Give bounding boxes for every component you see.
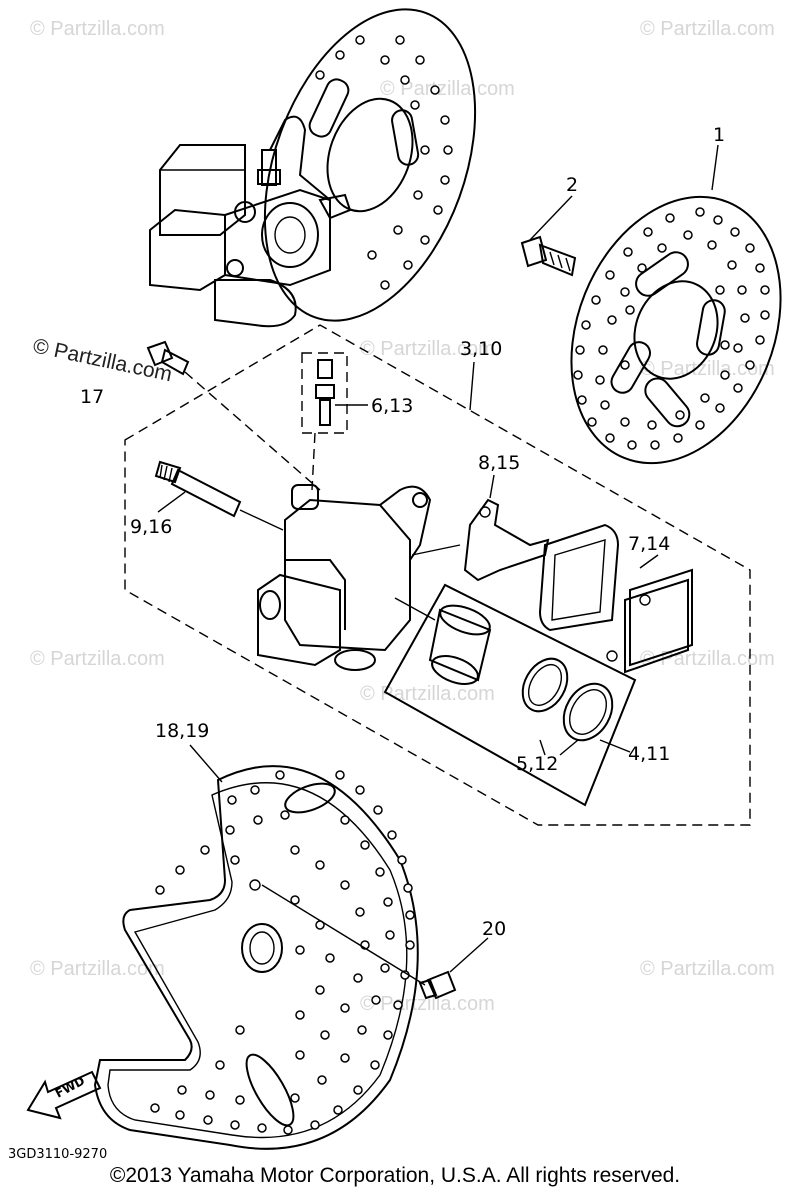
callout-2: 2: [566, 174, 578, 196]
assembled-brake-view: [149, 8, 477, 328]
watermark: © Partzilla.com: [640, 958, 775, 980]
callout-6-13: 6,13: [371, 395, 413, 417]
part-9-16-slide-pin: [154, 460, 242, 518]
part-1-disc-rotor: [570, 195, 782, 465]
assembled-caliper: [159, 144, 246, 236]
piston-seal-box: [383, 583, 637, 807]
callout-4-11: 4,11: [628, 743, 670, 765]
diagram-code: 3GD3110-9270: [8, 1147, 107, 1162]
callout-17: 17: [80, 386, 104, 408]
callout-1: 1: [713, 124, 725, 146]
watermark: © Partzilla.com: [640, 358, 775, 380]
watermark: © Partzilla.com: [30, 648, 165, 670]
seal-rings: [521, 657, 614, 742]
watermark: © Partzilla.com: [640, 18, 775, 40]
watermark: © Partzilla.com: [360, 683, 495, 705]
rotor-1-holes: [573, 207, 770, 450]
callout-7-14: 7,14: [628, 533, 670, 555]
callout-20: 20: [482, 918, 506, 940]
watermark: © Partzilla.com: [380, 78, 515, 100]
part-7-14-brake-pads: [538, 523, 693, 674]
callout-5-12: 5,12: [516, 753, 558, 775]
assembled-rotor: [263, 8, 477, 322]
assembled-rotor-holes: [315, 35, 453, 290]
watermark: © Partzilla.com: [360, 993, 495, 1015]
part-2-bolt: [520, 235, 577, 277]
callout-9-16: 9,16: [130, 516, 172, 538]
watermark-group: © Partzilla.com © Partzilla.com © Partzi…: [30, 18, 775, 1015]
watermark: © Partzilla.com: [640, 648, 775, 670]
part-17-bolt: [146, 340, 190, 376]
callout-18-19: 18,19: [155, 720, 209, 742]
caliper-body: [257, 484, 432, 671]
copyright-notice: ©2013 Yamaha Motor Corporation, U.S.A. A…: [109, 1164, 681, 1187]
piston: [428, 604, 492, 685]
part-6-13-bleed-screw: [315, 359, 335, 426]
part-18-19-disc-cover: [93, 765, 419, 1150]
part-8-15-pad-spring: [463, 498, 550, 582]
watermark: © Partzilla.com: [30, 18, 165, 40]
watermark: © Partzilla.com: [30, 958, 165, 980]
callout-3-10: 3,10: [460, 338, 502, 360]
part-20-bolt: [418, 970, 457, 1000]
cover-holes: [150, 770, 415, 1135]
watermark: © Partzilla.com: [360, 338, 495, 360]
forward-arrow-icon: FWD: [26, 1070, 102, 1120]
bleed-screw-box: [301, 352, 348, 434]
callout-8-15: 8,15: [478, 452, 520, 474]
caliper-assembly-outline: [124, 324, 751, 826]
